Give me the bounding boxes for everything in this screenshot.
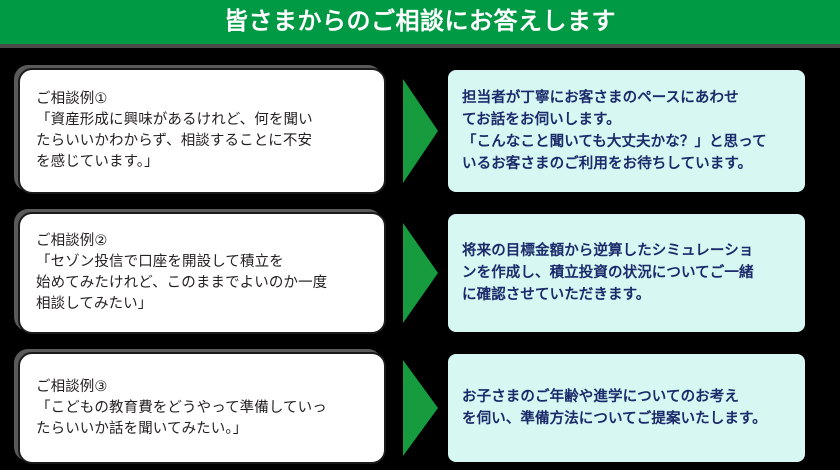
page-title: 皆さまからのご相談にお答えします — [224, 8, 616, 35]
question-text: ご相談例② 「セゾン投信で口座を開設して積立を 始めてみたけれど、このままでよい… — [36, 233, 328, 312]
answer-text: お子さまのご年齢や進学についてのお考え を伺い、準備方法についてご提案いたします… — [462, 389, 767, 427]
page-header-banner: 皆さまからのご相談にお答えします — [0, 0, 840, 44]
answer-text: 担当者が丁寧にお客さまのペースにあわせ てお話をお伺いします。 「こんなこと聞い… — [462, 90, 767, 172]
arrow-right-icon — [403, 79, 438, 183]
question-text: ご相談例③ 「こどもの教育費をどうやって準備していっ たらいいか話を聞いてみたい… — [36, 378, 327, 437]
header-shadow-divider — [0, 44, 840, 48]
question-card: ご相談例① 「資産形成に興味があるけれど、何を聞い たらいいかわからず、相談する… — [18, 68, 386, 194]
question-text: ご相談例① 「資産形成に興味があるけれど、何を聞い たらいいかわからず、相談する… — [36, 91, 313, 170]
consultation-row: ご相談例② 「セゾン投信で口座を開設して積立を 始めてみたけれど、このままでよい… — [0, 212, 840, 334]
question-card: ご相談例② 「セゾン投信で口座を開設して積立を 始めてみたけれど、このままでよい… — [18, 212, 386, 334]
answer-panel: お子さまのご年齢や進学についてのお考え を伺い、準備方法についてご提案いたします… — [448, 354, 805, 462]
question-card: ご相談例③ 「こどもの教育費をどうやって準備していっ たらいいか話を聞いてみたい… — [18, 352, 386, 464]
consultation-row: ご相談例③ 「こどもの教育費をどうやって準備していっ たらいいか話を聞いてみたい… — [0, 352, 840, 464]
answer-panel: 担当者が丁寧にお客さまのペースにあわせ てお話をお伺いします。 「こんなこと聞い… — [448, 70, 805, 192]
answer-panel: 将来の目標金額から逆算したシミュレーショ ンを作成し、積立投資の状況についてご一… — [448, 214, 805, 332]
consultation-row: ご相談例① 「資産形成に興味があるけれど、何を聞い たらいいかわからず、相談する… — [0, 68, 840, 194]
arrow-right-icon — [403, 360, 438, 456]
arrow-right-icon — [403, 223, 438, 323]
answer-text: 将来の目標金額から逆算したシミュレーショ ンを作成し、積立投資の状況についてご一… — [462, 243, 754, 303]
